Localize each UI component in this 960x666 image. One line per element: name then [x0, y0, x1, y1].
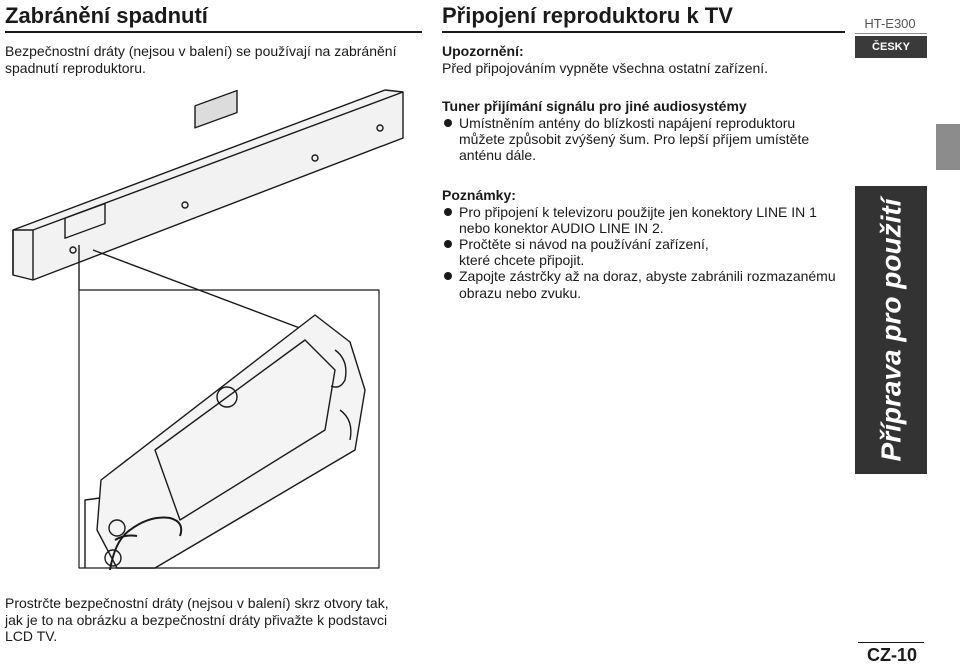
- page-number: CZ-10: [866, 645, 917, 665]
- tuner-block: Tuner přijímání signálu pro jiné audiosy…: [442, 98, 852, 163]
- notes-list-item: Zapojte zástrčky až na doraz, abyste zab…: [442, 268, 862, 301]
- tuner-title: Tuner přijímání signálu pro jiné audiosy…: [442, 98, 747, 114]
- warning-text: Před připojováním vypněte všechna ostatn…: [442, 59, 769, 76]
- language-tab: ČESKY: [855, 36, 927, 58]
- notes-title: Poznámky:: [442, 187, 516, 203]
- left-heading-rule: [5, 31, 422, 33]
- notes-list-item: Pročtěte si návod na používání zařízení,…: [442, 236, 862, 268]
- model-rule: [855, 33, 927, 34]
- notes-list: Pro připojení k televizoru použijte jen …: [442, 204, 862, 301]
- left-caption-line-3: LCD TV.: [5, 628, 58, 644]
- notes-block: Poznámky: Pro připojení k televizoru pou…: [442, 187, 862, 301]
- page-number-rule: [858, 642, 924, 643]
- warning-title: Upozornění:: [442, 43, 524, 59]
- left-caption-line-1: Prostrčte bezpečnostní dráty (nejsou v b…: [5, 595, 389, 611]
- section-gray-tab: [936, 124, 960, 170]
- middle-heading-rule: [442, 31, 845, 33]
- soundbar-safety-wire-illustration: [12, 89, 404, 571]
- middle-heading: Připojení reproduktoru k TV: [442, 3, 733, 28]
- warning-block: Upozornění: Před připojováním vypněte vš…: [442, 43, 852, 76]
- left-caption-line-2: jak je to na obrázku a bezpečnostní drát…: [5, 611, 388, 628]
- notes-list-item: Pro připojení k televizoru použijte jen …: [442, 204, 862, 236]
- section-side-text-wrap: Příprava pro použití: [855, 186, 927, 474]
- left-caption: Prostrčte bezpečnostní dráty (nejsou v b…: [5, 595, 425, 645]
- tuner-list-item: Umístněním antény do blízkosti napájení …: [442, 115, 852, 164]
- tuner-list: Umístněním antény do blízkosti napájení …: [442, 115, 852, 164]
- section-side-band: [855, 186, 927, 474]
- left-intro-line-1: Bezpečnostní dráty (nejsou v balení) se …: [5, 43, 397, 59]
- section-title: Příprava pro použití: [875, 198, 906, 462]
- left-heading: Zabránění spadnutí: [5, 3, 208, 28]
- left-intro-line-2: spadnutí reproduktoru.: [5, 59, 146, 76]
- model-label: HT-E300: [864, 16, 916, 31]
- left-intro: Bezpečnostní dráty (nejsou v balení) se …: [5, 43, 425, 76]
